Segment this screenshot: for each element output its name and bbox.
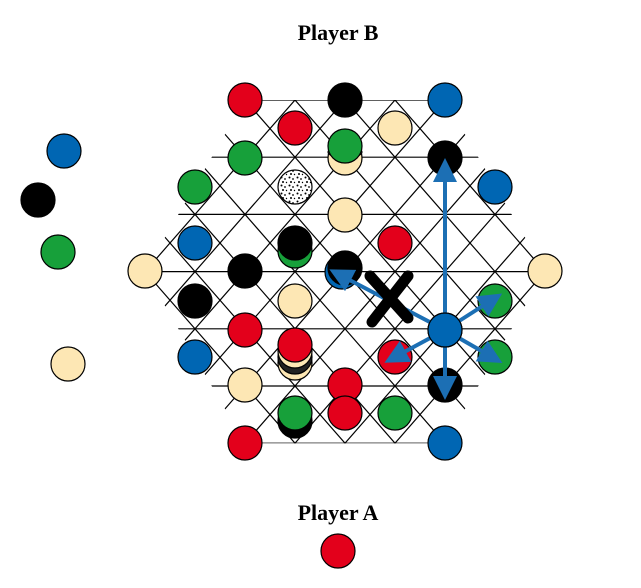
board-piece	[327, 395, 363, 431]
captured-pieces-player-a	[320, 533, 356, 569]
board-piece	[177, 169, 213, 205]
board-piece	[477, 283, 513, 319]
board-piece	[277, 225, 313, 269]
board-piece	[227, 253, 263, 289]
captured-piece	[46, 133, 82, 169]
captured-piece	[50, 346, 86, 382]
move-arrows-icon	[329, 158, 503, 400]
board-piece	[377, 225, 413, 261]
board-piece	[427, 82, 463, 118]
board-piece	[327, 82, 363, 118]
selected-piece	[427, 312, 463, 348]
board-piece	[377, 395, 413, 431]
x-mark-icon	[364, 270, 414, 328]
board-piece	[227, 367, 263, 403]
board-piece	[477, 339, 513, 375]
board-piece	[377, 110, 413, 146]
board-piece	[277, 110, 313, 146]
board-piece	[277, 327, 313, 381]
board-piece	[427, 140, 463, 176]
captured-pieces-player-b	[20, 133, 86, 382]
board-piece	[477, 169, 513, 205]
board-piece	[227, 82, 263, 118]
board-piece	[127, 253, 163, 289]
captured-piece	[40, 234, 76, 270]
board-piece	[427, 425, 463, 461]
player-a-label: Player A	[297, 500, 379, 525]
board-piece	[227, 425, 263, 461]
board-piece	[227, 312, 263, 348]
captured-piece	[320, 533, 356, 569]
board-piece	[177, 339, 213, 375]
board-piece	[177, 283, 213, 319]
board-piece	[277, 395, 313, 439]
player-b-label: Player B	[297, 20, 379, 45]
board-piece	[277, 169, 313, 205]
board-piece	[277, 283, 313, 319]
board-piece	[177, 225, 213, 261]
board-piece	[527, 253, 563, 289]
board-piece	[327, 128, 363, 176]
captured-piece	[20, 182, 56, 218]
board-piece	[327, 197, 363, 233]
board-piece	[227, 140, 263, 176]
